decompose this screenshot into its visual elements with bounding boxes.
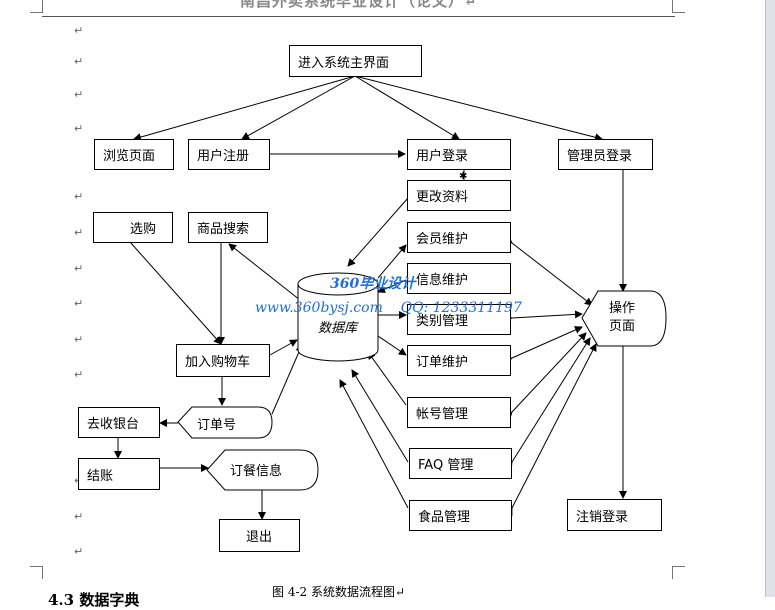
node-logout: 注销登录	[567, 499, 662, 531]
node-faq-mgmt: FAQ 管理	[409, 448, 512, 479]
node-admin-login: 管理员登录	[558, 139, 653, 170]
crop-mark-top-right	[672, 0, 685, 13]
node-info-maint: 信息维护	[407, 263, 511, 294]
node-checkout-counter: 去收银台	[78, 407, 160, 438]
node-label: 去收银台	[87, 417, 140, 432]
flow-connectors: ✱	[114, 75, 667, 520]
node-food-mgmt: 食品管理	[409, 500, 512, 531]
paragraph-mark: ↵	[74, 262, 84, 275]
paragraph-mark: ↵	[74, 545, 84, 558]
crop-mark-top-left	[30, 0, 43, 13]
paragraph-mark: ↵	[74, 190, 84, 203]
crop-mark-bottom-right	[672, 566, 685, 579]
node-main-interface: 进入系统主界面	[289, 45, 422, 77]
node-label: 更改资料	[416, 190, 469, 205]
node-label: 帐号管理	[416, 407, 469, 422]
node-label: 食品管理	[418, 510, 471, 525]
node-label: 商品搜索	[197, 222, 250, 237]
node-order-number-label: 订单号	[197, 418, 237, 433]
node-label: 信息维护	[416, 273, 469, 288]
node-label: 加入购物车	[185, 355, 251, 370]
node-label: 浏览页面	[103, 149, 156, 164]
node-order-info-label: 订餐信息	[230, 464, 283, 479]
node-browse-page: 浏览页面	[94, 139, 174, 170]
node-label: 注销登录	[576, 509, 629, 525]
node-label: 选购	[130, 222, 157, 237]
watermark-url: www.360bysj.com QQ: 1233311197	[255, 300, 522, 316]
node-label: FAQ 管理	[418, 458, 474, 473]
node-product-search: 商品搜索	[188, 212, 268, 243]
node-exit: 退出	[219, 519, 300, 552]
node-select: 选购	[93, 212, 173, 243]
node-category-mgmt: 类别管理	[407, 304, 511, 335]
paragraph-mark: ↵	[74, 24, 84, 37]
paragraph-mark: ↵	[74, 297, 84, 310]
node-label: 管理员登录	[567, 149, 633, 164]
node-order-maint: 订单维护	[407, 345, 511, 376]
node-label: 用户注册	[197, 149, 250, 164]
node-edit-info: 更改资料	[407, 180, 511, 211]
paragraph-mark: ↵	[74, 510, 84, 523]
order-number-shape	[177, 406, 273, 439]
node-label: 用户登录	[416, 149, 469, 164]
node-label: 退出	[246, 530, 273, 545]
node-add-to-cart: 加入购物车	[176, 344, 270, 377]
order-info-shape	[206, 449, 319, 491]
paragraph-mark: ↵	[74, 333, 84, 346]
node-label: 会员维护	[416, 232, 469, 247]
header-rule	[42, 16, 675, 17]
crop-mark-bottom-left	[30, 566, 43, 579]
node-label: 进入系统主界面	[298, 55, 390, 71]
node-member-maint: 会员维护	[407, 222, 511, 253]
page-header: 南昌外卖系统毕业设计（论文）↵	[240, 0, 478, 10]
node-label: 类别管理	[416, 314, 469, 329]
node-label: 订单维护	[416, 355, 469, 370]
paragraph-mark: ↵	[74, 88, 84, 101]
node-user-login: 用户登录	[407, 139, 511, 170]
paragraph-mark: ↵	[74, 368, 84, 381]
paragraph-mark: ↵	[74, 55, 84, 68]
database-label: 数据库	[318, 321, 358, 336]
svg-text:✱: ✱	[459, 171, 467, 182]
paragraph-mark: ↵	[74, 226, 84, 239]
database-cylinder	[297, 272, 379, 362]
page-gutter	[765, 0, 775, 597]
node-account-mgmt: 帐号管理	[407, 397, 511, 428]
node-user-register: 用户注册	[188, 139, 270, 170]
node-settle: 结账	[78, 458, 160, 490]
section-heading: 4.3 数据字典	[48, 591, 140, 609]
node-label: 结账	[87, 468, 114, 484]
figure-caption: 图 4-2 系统数据流程图↵	[272, 585, 406, 599]
paragraph-mark: ↵	[74, 122, 84, 135]
node-operate-page-label: 操作 页面	[609, 301, 636, 334]
operate-page-shape	[581, 290, 667, 347]
watermark-title: 360毕业设计	[330, 276, 416, 292]
